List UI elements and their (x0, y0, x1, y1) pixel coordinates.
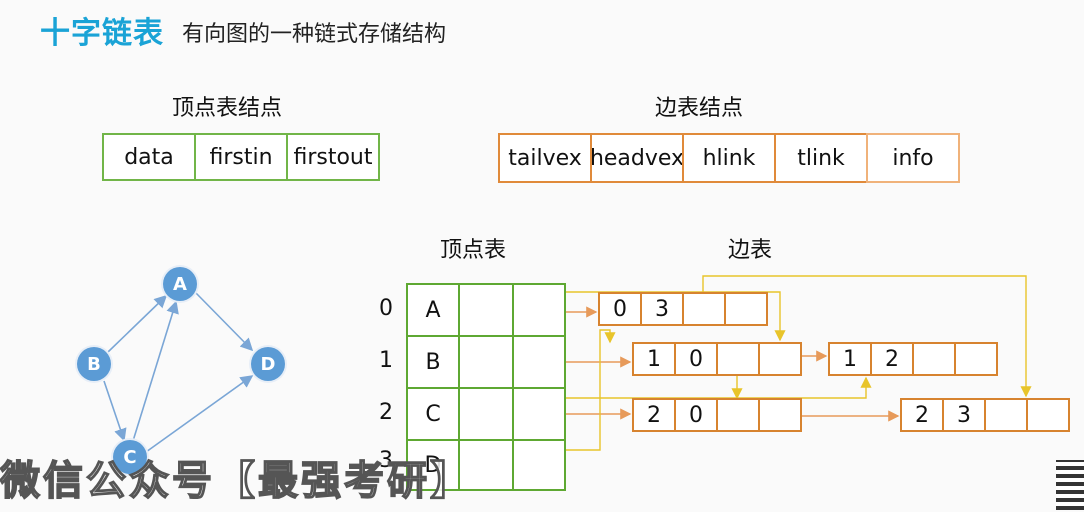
edge-node-heading: 边表结点 (655, 96, 744, 121)
edge-tail: 1 (828, 342, 872, 376)
vertex-firstout-cell (512, 283, 566, 337)
edge-field-tlink: tlink (774, 133, 868, 183)
vertex-firstin-cell (458, 283, 514, 337)
row-index-1: 1 (379, 348, 393, 373)
edge-hlink (716, 398, 760, 432)
vertex-firstin-cell (458, 387, 514, 441)
watermark-text: 微信公众号【最强考研】 (0, 457, 473, 505)
edge-head: 0 (674, 342, 718, 376)
graph-arcs (103, 291, 254, 453)
page-subtitle: 有向图的一种链式存储结构 (182, 22, 447, 47)
page-title: 十字链表 (40, 16, 164, 51)
edge-hlink (682, 292, 726, 326)
vertex-cell-b: B (406, 335, 460, 389)
row-index-2: 2 (379, 400, 393, 425)
arc-b-a (107, 294, 168, 353)
edge-tlink (724, 292, 768, 326)
edge-head: 3 (640, 292, 684, 326)
edge-tlink (758, 398, 802, 432)
edge-tail: 0 (598, 292, 642, 326)
row-index-3: 3 (379, 448, 393, 473)
graph-node-d: D (251, 347, 285, 381)
edge-field-info: info (866, 133, 960, 183)
edge-head: 0 (674, 398, 718, 432)
edge-tail: 2 (900, 398, 944, 432)
graph-node-a: A (163, 267, 197, 301)
edge-tlink (1026, 398, 1070, 432)
vertex-field-firstin: firstin (194, 133, 288, 181)
edge-tail: 2 (632, 398, 676, 432)
edge-table-heading: 边表 (728, 238, 773, 263)
vertex-field-firstout: firstout (286, 133, 380, 181)
graph-node-c: C (113, 440, 147, 474)
edge-tlink (954, 342, 998, 376)
graph-node-b: B (77, 347, 111, 381)
edge-tlink (758, 342, 802, 376)
vertex-cell-a: A (406, 283, 460, 337)
vertex-firstout-cell (512, 439, 566, 491)
vertex-cell-d: D (406, 439, 460, 491)
edge-head: 2 (870, 342, 914, 376)
arc-c-d (145, 375, 254, 453)
vertex-node-heading: 顶点表结点 (172, 96, 283, 121)
arc-a-d (194, 291, 254, 352)
edge-hlink (716, 342, 760, 376)
vertex-table-heading: 顶点表 (440, 238, 507, 263)
edge-field-hlink: hlink (682, 133, 776, 183)
vertex-firstout-cell (512, 335, 566, 389)
qr-code-icon (1056, 460, 1084, 510)
vertex-cell-c: C (406, 387, 460, 441)
edge-hlink (984, 398, 1028, 432)
edge-field-tailvex: tailvex (498, 133, 592, 183)
row-index-0: 0 (379, 296, 393, 321)
edge-tail: 1 (632, 342, 676, 376)
arc-b-c (103, 380, 127, 442)
edge-hlink (912, 342, 956, 376)
vertex-firstin-cell (458, 335, 514, 389)
edge-head: 3 (942, 398, 986, 432)
arc-c-a (132, 300, 179, 442)
vertex-firstout-cell (512, 387, 566, 441)
